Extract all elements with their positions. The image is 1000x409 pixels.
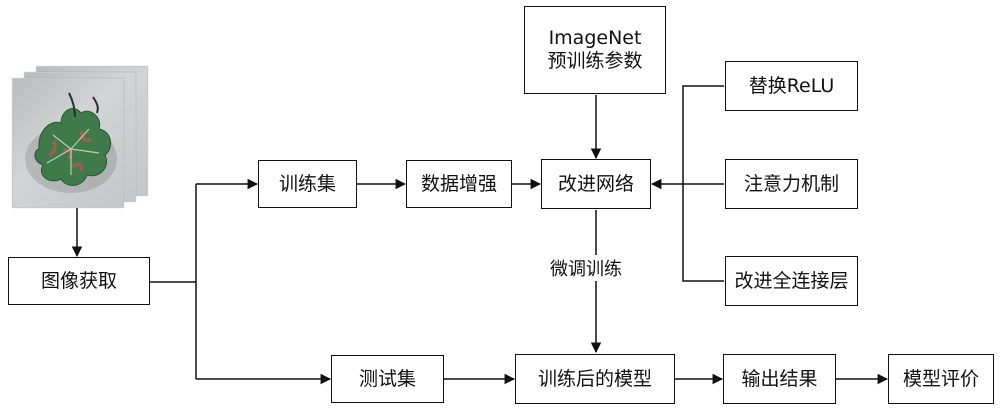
node-test-set: 测试集 bbox=[331, 355, 444, 403]
node-imagenet-pretrained: ImageNet 预训练参数 bbox=[524, 6, 666, 94]
node-output-result: 输出结果 bbox=[723, 354, 836, 404]
node-attention-mechanism: 注意力机制 bbox=[725, 159, 858, 209]
node-training-set: 训练集 bbox=[258, 160, 357, 208]
node-image-acquisition: 图像获取 bbox=[8, 257, 150, 305]
node-trained-model: 训练后的模型 bbox=[515, 354, 675, 404]
edge-label-fine-tune: 微调训练 bbox=[548, 255, 624, 281]
node-improved-fc-layer: 改进全连接层 bbox=[725, 256, 858, 306]
leaf-image-stack bbox=[10, 66, 150, 208]
node-data-augmentation: 数据增强 bbox=[406, 160, 512, 208]
node-model-evaluation: 模型评价 bbox=[888, 354, 994, 404]
node-replace-relu: 替换ReLU bbox=[725, 61, 858, 111]
leaf-photo-front bbox=[12, 78, 124, 208]
grape-leaf-icon bbox=[25, 92, 117, 193]
node-improved-network: 改进网络 bbox=[541, 159, 651, 209]
